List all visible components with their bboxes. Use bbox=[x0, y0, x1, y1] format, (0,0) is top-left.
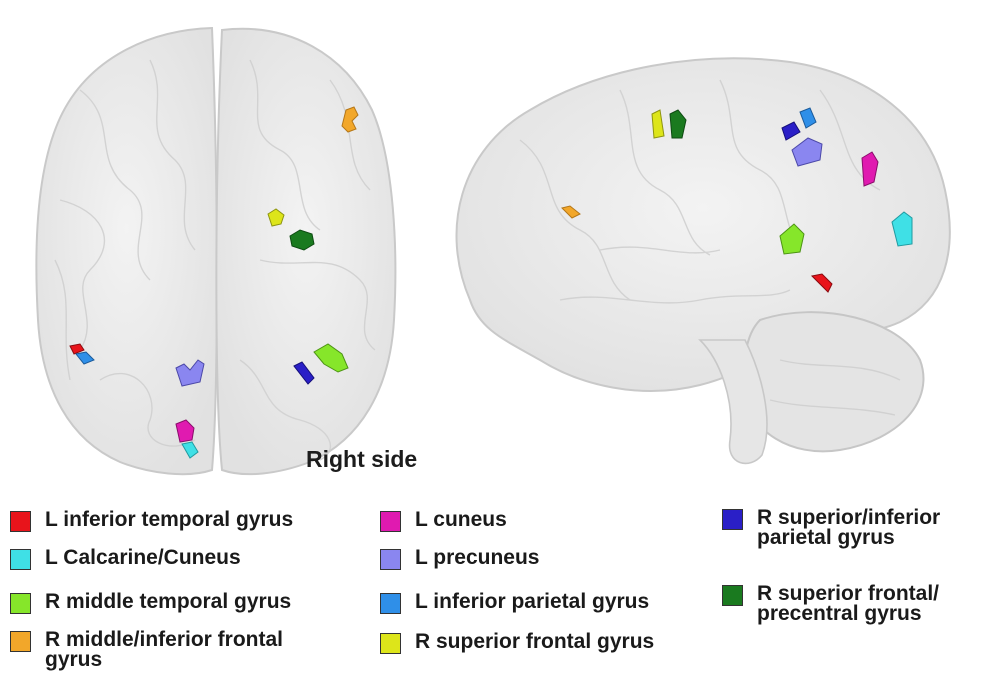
cluster-magenta-lateral bbox=[861, 151, 879, 187]
legend-label: L Calcarine/Cuneus bbox=[45, 546, 241, 569]
cerebrum bbox=[455, 57, 951, 392]
legend-label: L precuneus bbox=[415, 546, 540, 569]
cluster-cyan-lateral bbox=[891, 211, 913, 247]
legend-swatch bbox=[722, 585, 743, 606]
legend-label: L inferior temporal gyrus bbox=[45, 508, 294, 531]
legend-swatch bbox=[380, 593, 401, 614]
legend-label: R middle/inferior frontal gyrus bbox=[45, 628, 284, 671]
right-side-label: Right side bbox=[306, 446, 418, 472]
legend-label: R superior frontal/ precentral gyrus bbox=[757, 582, 940, 625]
cluster-lavender-lateral bbox=[791, 137, 823, 167]
legend-swatch bbox=[10, 631, 31, 652]
legend-swatch bbox=[10, 511, 31, 532]
cluster-lavender-axial bbox=[175, 359, 205, 387]
legend-swatch bbox=[10, 593, 31, 614]
cluster-navy-axial bbox=[293, 361, 315, 385]
cluster-red-axial bbox=[69, 343, 85, 355]
legend-swatch bbox=[380, 549, 401, 570]
axial-brain-view bbox=[35, 26, 397, 476]
lateral-clusters bbox=[561, 107, 913, 293]
cluster-red-lateral bbox=[810, 273, 833, 293]
legend-item-l-inferior-temporal: L inferior temporal gyrus bbox=[10, 508, 294, 532]
legend-item-l-precuneus: L precuneus bbox=[380, 546, 540, 570]
cluster-blue-axial bbox=[75, 351, 95, 365]
legend-item-r-middle-temporal: R middle temporal gyrus bbox=[10, 590, 292, 614]
cluster-green-axial bbox=[289, 229, 315, 251]
legend-item-r-superior-frontal: R superior frontal gyrus bbox=[380, 630, 655, 654]
cluster-orange-axial bbox=[341, 106, 359, 133]
legend-label: R middle temporal gyrus bbox=[45, 590, 292, 613]
legend-swatch bbox=[380, 511, 401, 532]
legend-label: L inferior parietal gyrus bbox=[415, 590, 650, 613]
cluster-lime-axial bbox=[313, 343, 349, 373]
axial-clusters bbox=[69, 106, 359, 459]
legend-item-l-inferior-parietal: L inferior parietal gyrus bbox=[380, 590, 650, 614]
legend-label: L cuneus bbox=[415, 508, 507, 531]
lateral-brain-view bbox=[455, 57, 951, 465]
cluster-yellow-axial bbox=[267, 208, 285, 227]
cluster-blue-lateral bbox=[799, 107, 817, 129]
legend-item-r-superior-inferior-parietal: R superior/inferior parietal gyrus bbox=[722, 506, 941, 549]
legend-item-l-calcarine-cuneus: L Calcarine/Cuneus bbox=[10, 546, 241, 570]
cluster-orange-lateral bbox=[561, 205, 581, 219]
legend-item-r-superior-frontal-precentral: R superior frontal/ precentral gyrus bbox=[722, 582, 940, 625]
legend-swatch bbox=[380, 633, 401, 654]
legend-label: R superior/inferior parietal gyrus bbox=[757, 506, 941, 549]
legend-item-r-middle-inferior-frontal: R middle/inferior frontal gyrus bbox=[10, 628, 284, 671]
cluster-yellow-lateral bbox=[651, 109, 665, 139]
cluster-magenta-axial bbox=[175, 419, 195, 443]
legend-label: R superior frontal gyrus bbox=[415, 630, 655, 653]
legend-swatch bbox=[10, 549, 31, 570]
brainstem bbox=[698, 339, 768, 465]
cluster-lime-lateral bbox=[779, 223, 805, 255]
legend-item-l-cuneus: L cuneus bbox=[380, 508, 507, 532]
legend-swatch bbox=[722, 509, 743, 530]
cluster-navy-lateral bbox=[781, 121, 801, 141]
cluster-green-lateral bbox=[669, 109, 687, 139]
cluster-cyan-axial bbox=[181, 441, 199, 459]
